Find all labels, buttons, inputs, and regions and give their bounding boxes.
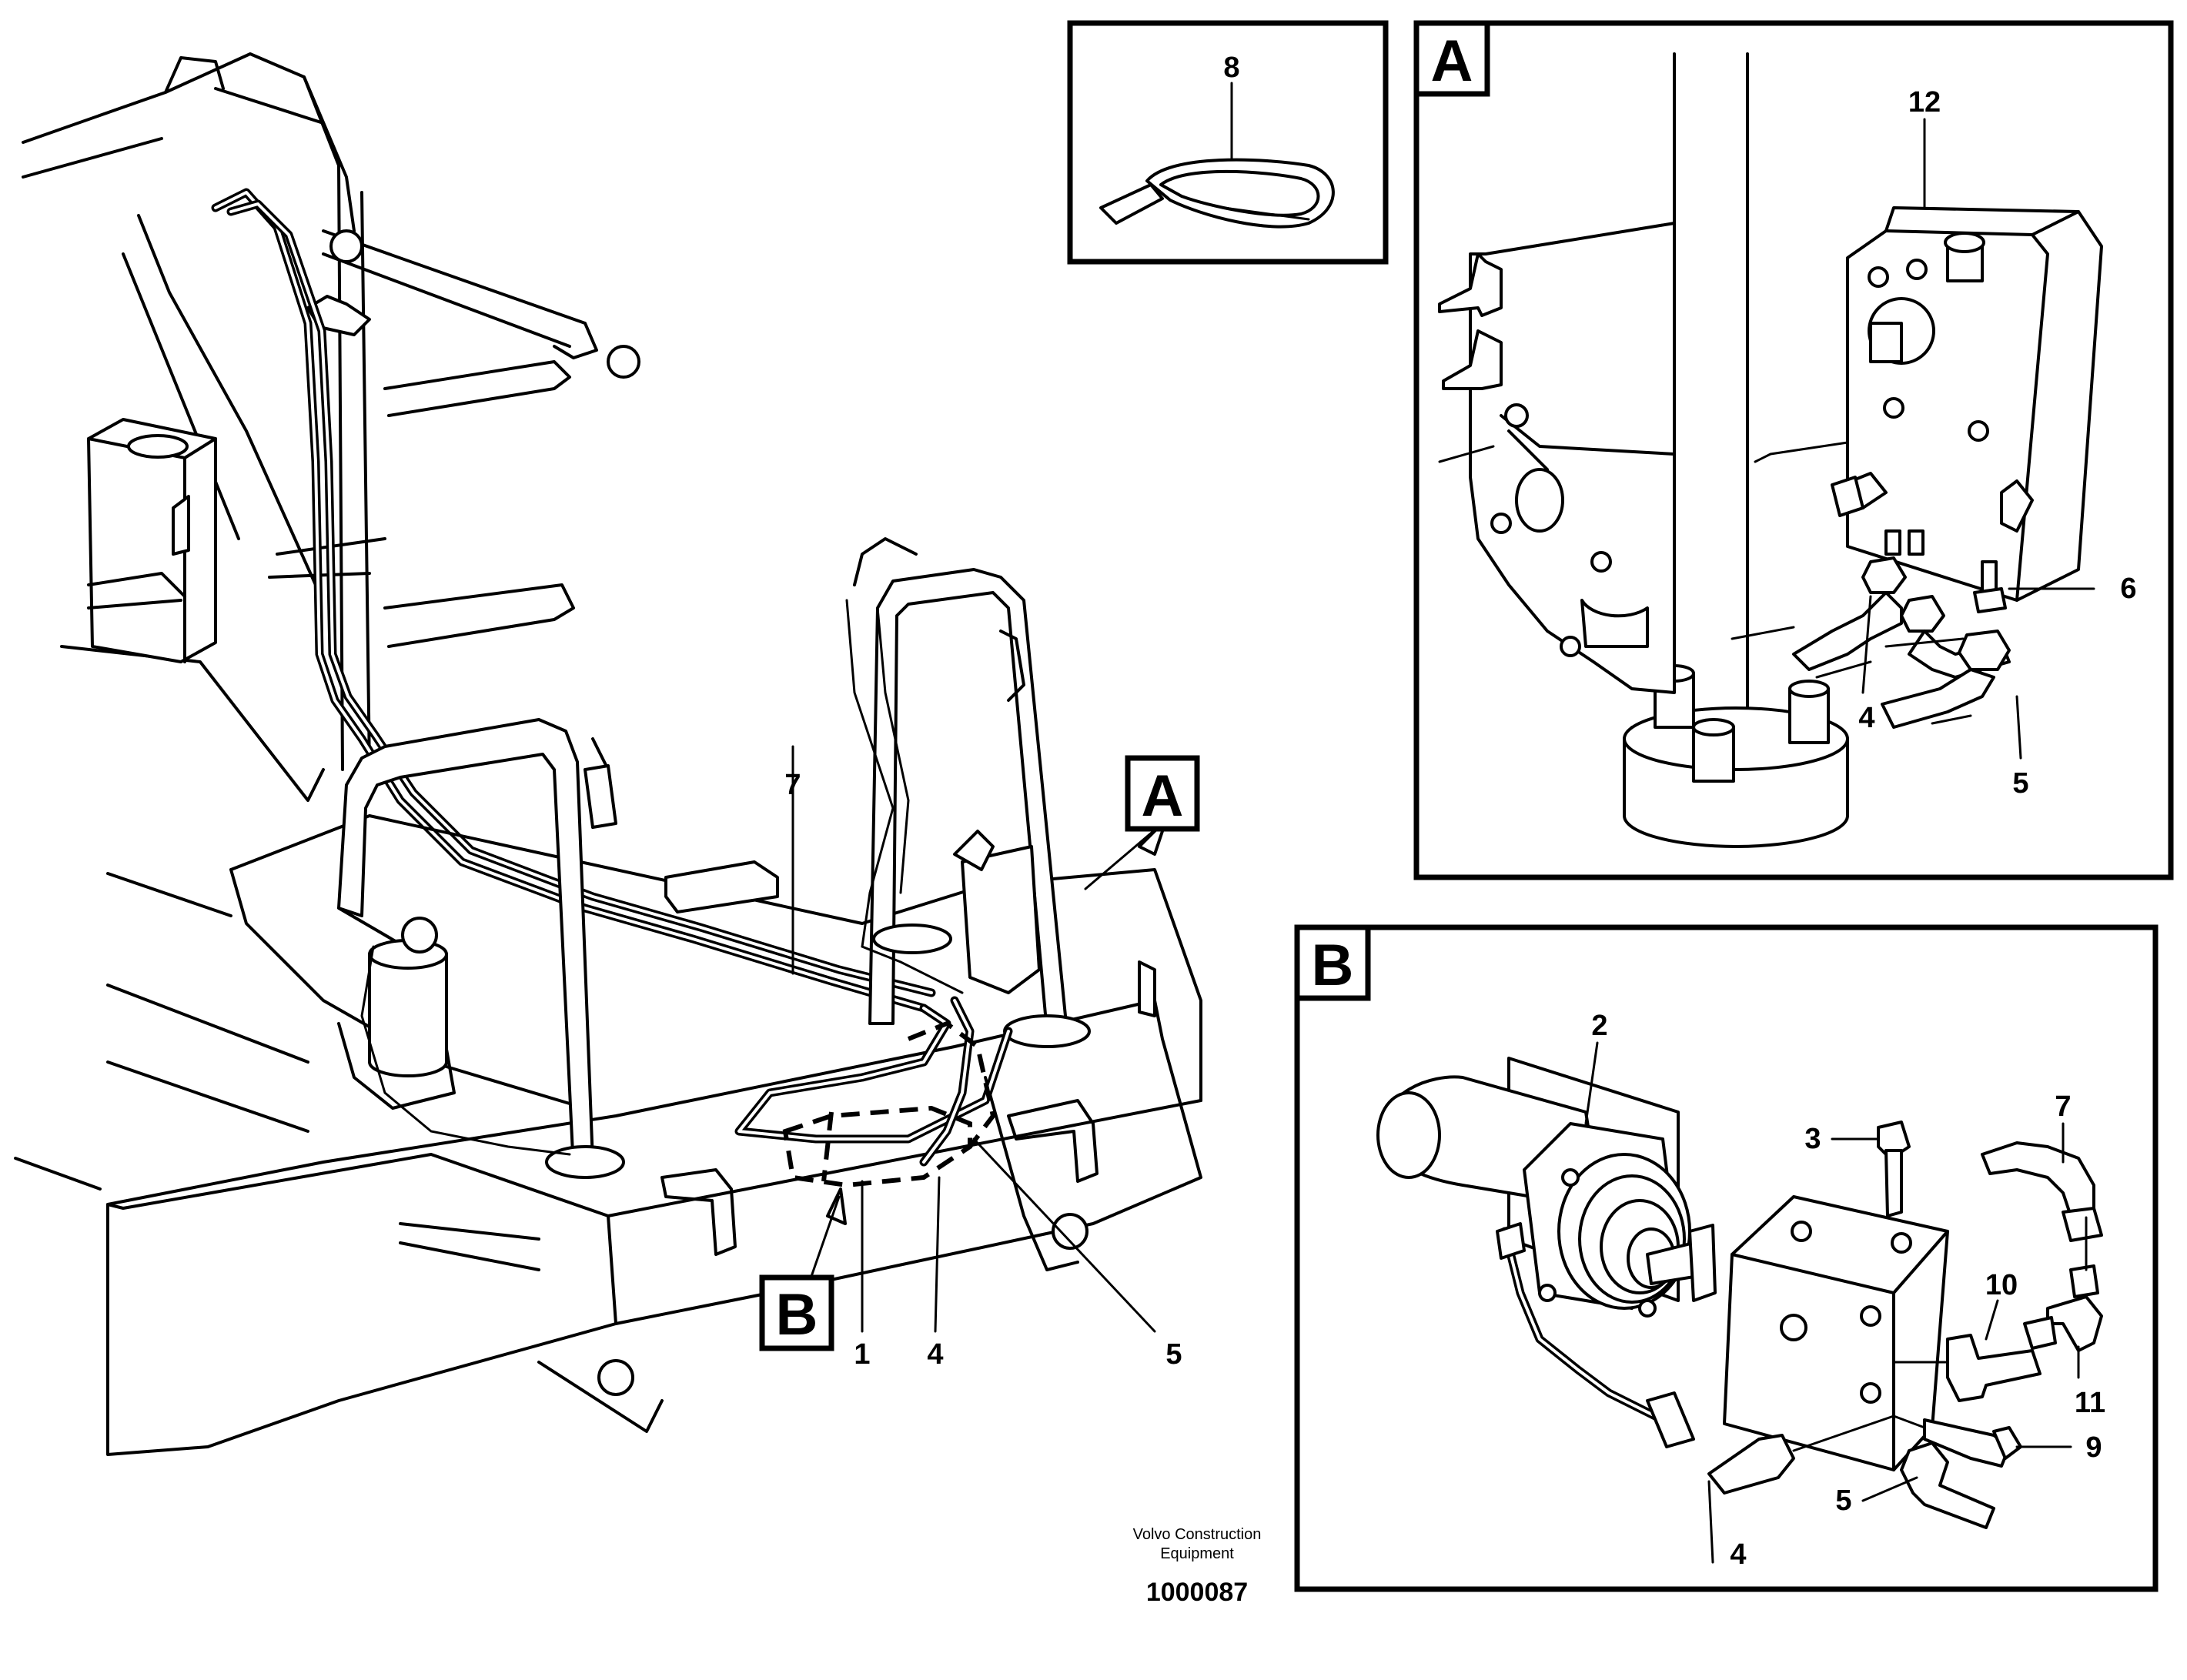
hose-region-outline [907, 1020, 996, 1148]
detail-b-title-box [1294, 924, 1371, 1001]
label-12: 12 [1908, 86, 1941, 119]
detail-b-panel: B 3 [1294, 924, 2159, 1592]
label-4: 4 [1858, 702, 1874, 734]
label-6: 6 [2120, 573, 2136, 605]
leader-b [807, 1195, 841, 1287]
footer-credit: Volvo Construction Equipment 1000087 [1133, 1526, 1262, 1607]
label-10: 10 [1985, 1269, 2018, 1301]
detail-a-title: A [1431, 28, 1473, 94]
inset-cable-tie: 8 [1067, 20, 1389, 265]
main-assembly-illustration [14, 52, 1202, 1456]
label-1: 1 [854, 1338, 870, 1371]
label-7: 7 [784, 769, 801, 801]
main-part-labels: 7 1 4 5 A B [759, 755, 1200, 1371]
label-7: 7 [2055, 1090, 2071, 1123]
label-5: 5 [2012, 767, 2028, 800]
ref-box-b-label: B [776, 1282, 818, 1348]
ref-box-a [1125, 755, 1200, 832]
credit-line-1: Volvo Construction [1133, 1526, 1262, 1543]
label-9: 9 [2085, 1431, 2102, 1464]
label-4: 4 [1730, 1538, 1746, 1571]
label-5: 5 [1165, 1338, 1182, 1371]
leader-4 [934, 1176, 941, 1333]
document-number: 1000087 [1146, 1578, 1248, 1607]
detail-a-title-box [1413, 20, 1490, 97]
label-3: 3 [1804, 1123, 1821, 1155]
leader-5 [972, 1137, 1156, 1333]
credit-line-2: Equipment [1160, 1545, 1234, 1562]
hose-region-outline-2 [821, 1111, 834, 1182]
label-5: 5 [1835, 1485, 1851, 1517]
label-11: 11 [2075, 1387, 2105, 1419]
ref-box-a-label: A [1142, 763, 1184, 829]
label-2: 2 [1591, 1010, 1607, 1042]
detail-a-panel: A 1 [1413, 20, 2174, 880]
label-8: 8 [1223, 52, 1239, 84]
detail-b-title: B [1312, 933, 1354, 998]
label-4: 4 [927, 1338, 943, 1371]
ref-box-b [759, 1274, 834, 1351]
